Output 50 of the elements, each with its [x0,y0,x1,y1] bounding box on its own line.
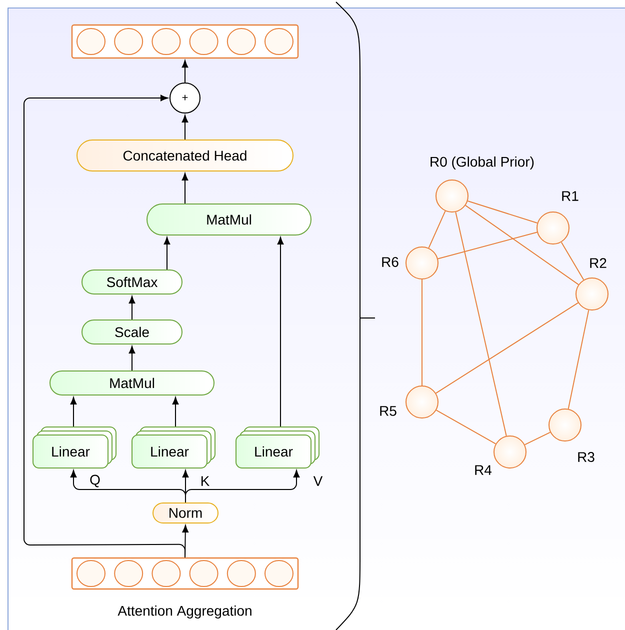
graph-node: R1 [536,191,578,244]
process-box: Norm [152,502,218,524]
connector-line [524,432,551,446]
graph-node: R2 [576,258,608,310]
connector-line [428,210,446,248]
arrow [70,397,77,427]
vector-drawing [71,24,299,59]
node-label: R0 (Global Prior) [430,156,534,170]
graph-node: R6 [382,246,438,280]
arrow [172,397,179,427]
arrow [182,60,188,83]
connector-line [465,204,579,286]
node-label: R5 [380,406,396,416]
vector-drawing [71,557,299,590]
graph-node: R0 (Global Prior) [430,156,534,212]
process-box: MatMul [146,204,312,236]
arrow [185,470,300,503]
stacked-layer-box: Linear [132,426,216,468]
stacked-layer-box: Linear [236,426,320,468]
node-label: R6 [382,257,398,267]
edge-label: K [201,476,210,486]
arrow [128,296,136,320]
connector-line [568,310,590,410]
edge-label: Q [90,474,100,488]
process-box: MatMul [50,370,214,396]
graph-node: R3 [548,408,594,462]
connector-line [435,302,579,394]
arrow [164,237,170,270]
process-box: SoftMax [82,270,182,294]
node-label: R3 [578,452,594,462]
connector-line [560,242,584,280]
arrow [182,173,188,204]
connector-line [455,212,507,436]
node-label: R2 [590,258,606,268]
panel-caption: Attention Aggregation [118,605,252,619]
connector-line [467,200,538,224]
arrow [128,346,136,371]
connector-line [437,232,538,260]
graph-node: R4 [475,436,526,475]
process-box: Concatenated Head [76,140,294,172]
edge-label: V [313,476,323,486]
arrow [182,115,188,140]
connector-line [436,410,496,444]
arrow [277,237,284,427]
arrow [24,94,186,558]
graph-node: R5 [380,386,438,418]
stacked-layer-box: Linear [32,426,116,468]
node-label: R4 [475,465,492,475]
process-box: Scale [82,320,182,344]
node-label: R1 [562,191,578,201]
